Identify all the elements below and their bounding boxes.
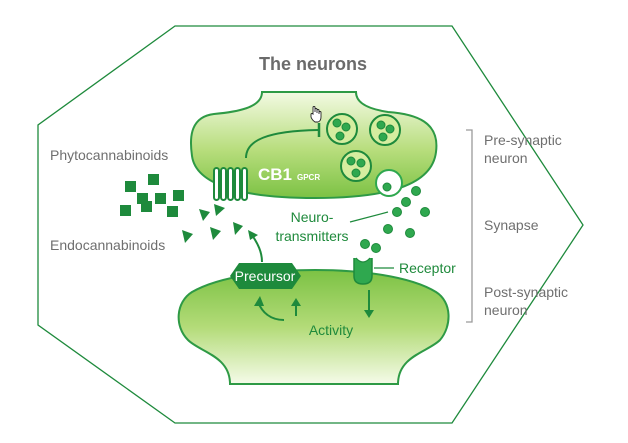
precursor-badge <box>230 263 301 289</box>
activity-label: Activity <box>309 322 353 338</box>
phytocannabinoids-label: Phytocannabinoids <box>50 147 168 163</box>
postsynaptic-receptor <box>353 257 373 285</box>
precursor-label: Precursor <box>235 268 296 284</box>
synthesis-arrowhead <box>248 230 258 240</box>
vesicle <box>340 150 372 182</box>
activity-arrowhead-up <box>291 298 301 306</box>
pre-synaptic-label-line2: neuron <box>484 150 528 166</box>
neurotransmitters-pointer <box>349 211 389 223</box>
cb1-label: CB1 <box>258 165 292 184</box>
cb1-gpcr-coil <box>213 167 248 201</box>
signal-arrowhead-down <box>364 310 374 318</box>
endocannabinoid-molecules <box>182 204 243 243</box>
gpcr-label: GPCR <box>297 173 320 182</box>
diagram-title: The neurons <box>259 54 367 74</box>
neurotransmitters-label: Neuro- <box>291 209 334 225</box>
hand-cursor-icon <box>310 106 322 123</box>
post-synaptic-neuron <box>177 268 450 385</box>
synapse-label: Synapse <box>484 217 539 233</box>
inhibition-line <box>245 129 319 159</box>
synthesis-arrow <box>251 234 263 263</box>
pre-synaptic-label: Pre-synaptic <box>484 132 562 148</box>
post-synaptic-label: Post-synaptic <box>484 284 568 300</box>
activity-return-arrowhead <box>254 296 264 306</box>
hexagon-frame <box>37 25 584 424</box>
legend-bracket <box>466 129 473 323</box>
neurotransmitters-label-line2: transmitters <box>275 228 348 244</box>
endocannabinoids-label: Endocannabinoids <box>50 237 165 253</box>
phytocannabinoid-molecules <box>120 174 184 217</box>
vesicle <box>369 114 401 146</box>
neurotransmitter-molecules <box>360 186 430 253</box>
post-synaptic-label-line2: neuron <box>484 302 528 318</box>
vesicle <box>326 113 358 145</box>
vesicle-release <box>375 169 403 197</box>
receptor-label: Receptor <box>399 260 456 276</box>
